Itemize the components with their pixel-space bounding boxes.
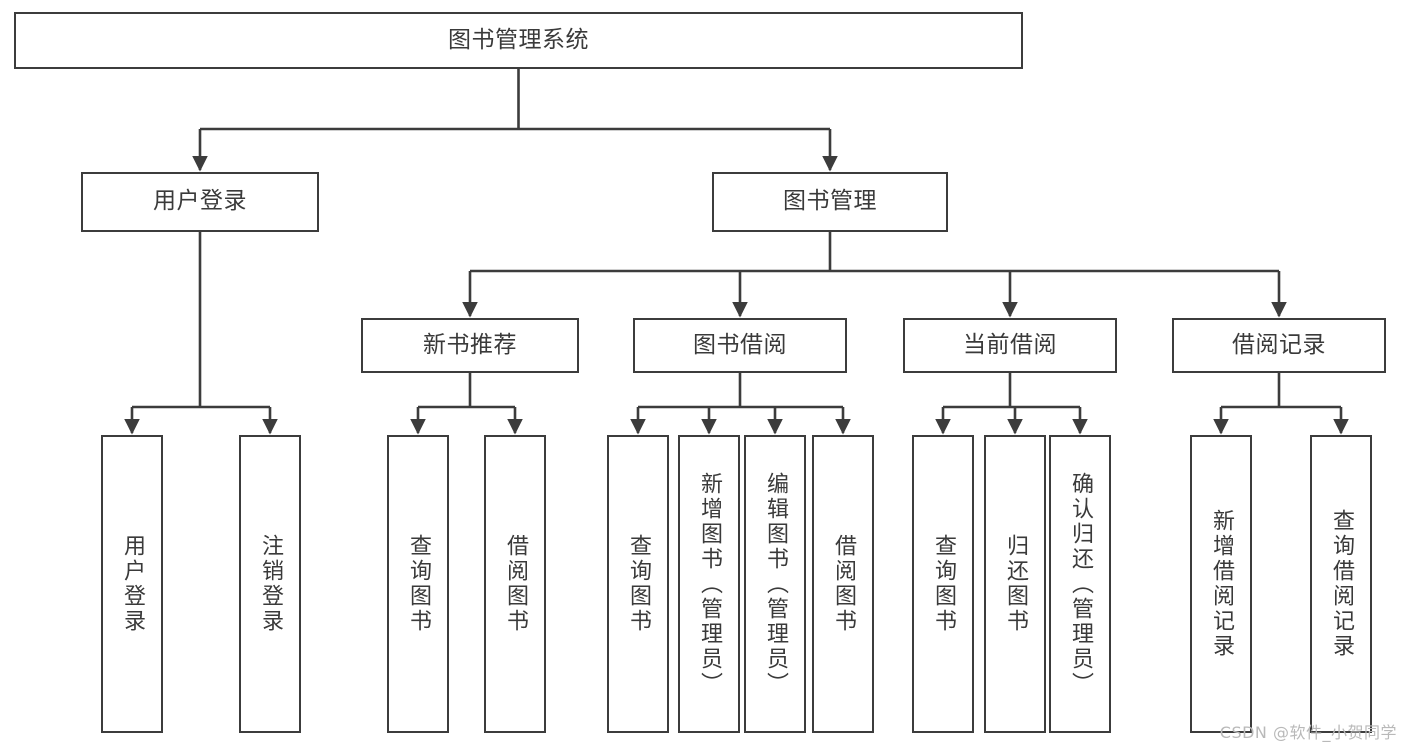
node-leaf4[interactable]: 借阅图书	[484, 435, 546, 733]
node-label: 归还图书	[1003, 534, 1028, 634]
node-bookmgmt[interactable]: 图书管理	[712, 172, 948, 232]
node-label: 用户登录	[153, 188, 247, 215]
node-label: 注销登录	[258, 534, 283, 634]
node-leaf1[interactable]: 用户登录	[101, 435, 163, 733]
csdn-watermark: CSDN @软件_小贺同学	[1219, 723, 1397, 742]
node-leaf7[interactable]: 编辑图书（管理员）	[744, 435, 806, 733]
node-label: 确认归还（管理员）	[1068, 471, 1093, 697]
node-leaf13[interactable]: 查询借阅记录	[1310, 435, 1372, 733]
node-current[interactable]: 当前借阅	[903, 318, 1117, 373]
node-root[interactable]: 图书管理系统	[14, 12, 1023, 69]
node-newbook[interactable]: 新书推荐	[361, 318, 579, 373]
node-leaf9[interactable]: 查询图书	[912, 435, 974, 733]
node-borrow[interactable]: 图书借阅	[633, 318, 847, 373]
node-leaf8[interactable]: 借阅图书	[812, 435, 874, 733]
node-leaf5[interactable]: 查询图书	[607, 435, 669, 733]
node-label: 图书管理	[783, 188, 877, 215]
node-label: 用户登录	[120, 534, 145, 634]
node-label: 查询图书	[931, 534, 956, 634]
node-label: 图书管理系统	[448, 26, 589, 53]
node-label: 新书推荐	[423, 331, 517, 358]
node-leaf6[interactable]: 新增图书（管理员）	[678, 435, 740, 733]
node-label: 借阅图书	[503, 534, 528, 634]
node-label: 借阅图书	[831, 534, 856, 634]
node-records[interactable]: 借阅记录	[1172, 318, 1386, 373]
node-label: 新增借阅记录	[1209, 509, 1234, 659]
node-label: 编辑图书（管理员）	[763, 471, 788, 697]
node-login[interactable]: 用户登录	[81, 172, 319, 232]
node-leaf11[interactable]: 确认归还（管理员）	[1049, 435, 1111, 733]
node-label: 查询图书	[406, 534, 431, 634]
node-leaf12[interactable]: 新增借阅记录	[1190, 435, 1252, 733]
node-label: 当前借阅	[963, 331, 1057, 358]
node-label: 新增图书（管理员）	[697, 471, 722, 697]
node-label: 图书借阅	[693, 331, 787, 358]
node-leaf2[interactable]: 注销登录	[239, 435, 301, 733]
node-leaf10[interactable]: 归还图书	[984, 435, 1046, 733]
node-label: 借阅记录	[1232, 331, 1326, 358]
node-label: 查询借阅记录	[1329, 509, 1354, 659]
node-label: 查询图书	[626, 534, 651, 634]
node-leaf3[interactable]: 查询图书	[387, 435, 449, 733]
